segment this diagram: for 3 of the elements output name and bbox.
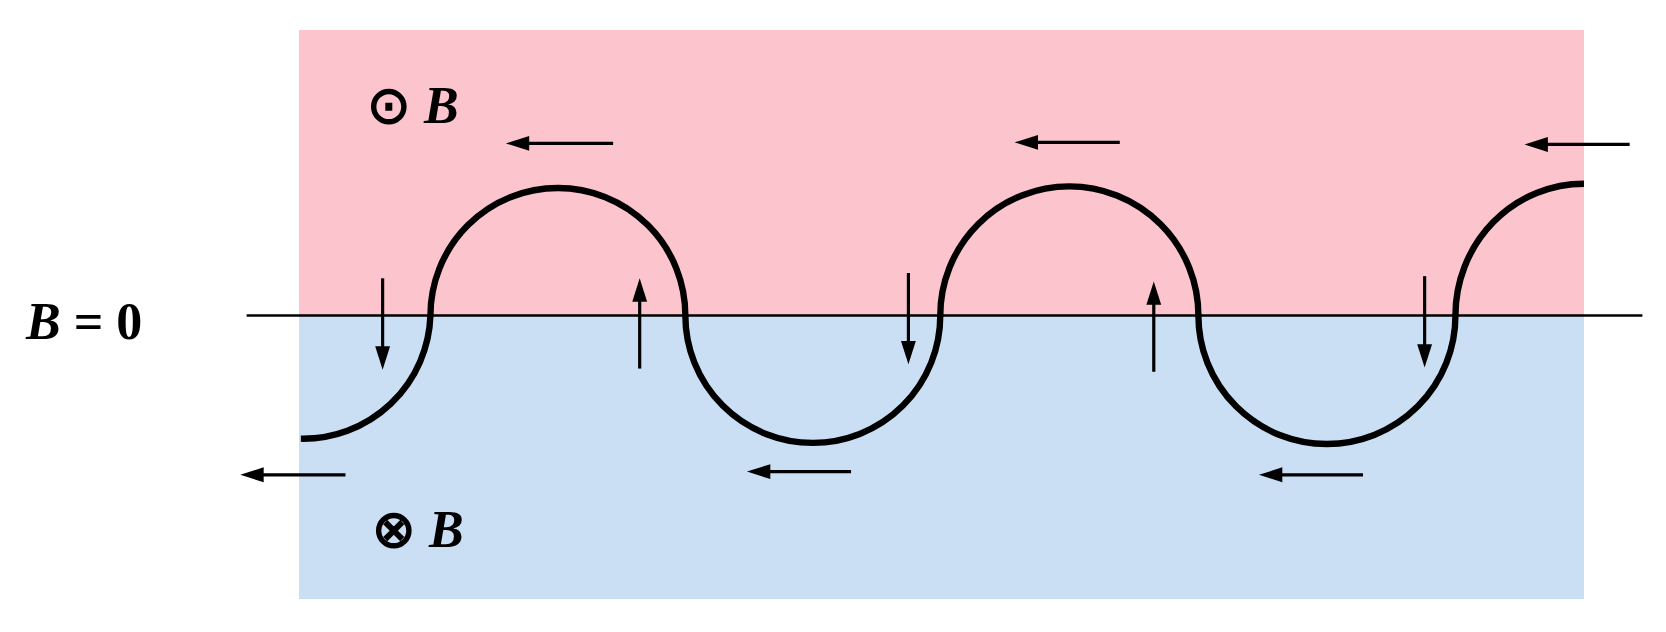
field-label: ⊗ B bbox=[372, 504, 464, 556]
field-label: ⊙ B bbox=[367, 80, 459, 132]
field-label: B = 0 bbox=[26, 296, 143, 348]
